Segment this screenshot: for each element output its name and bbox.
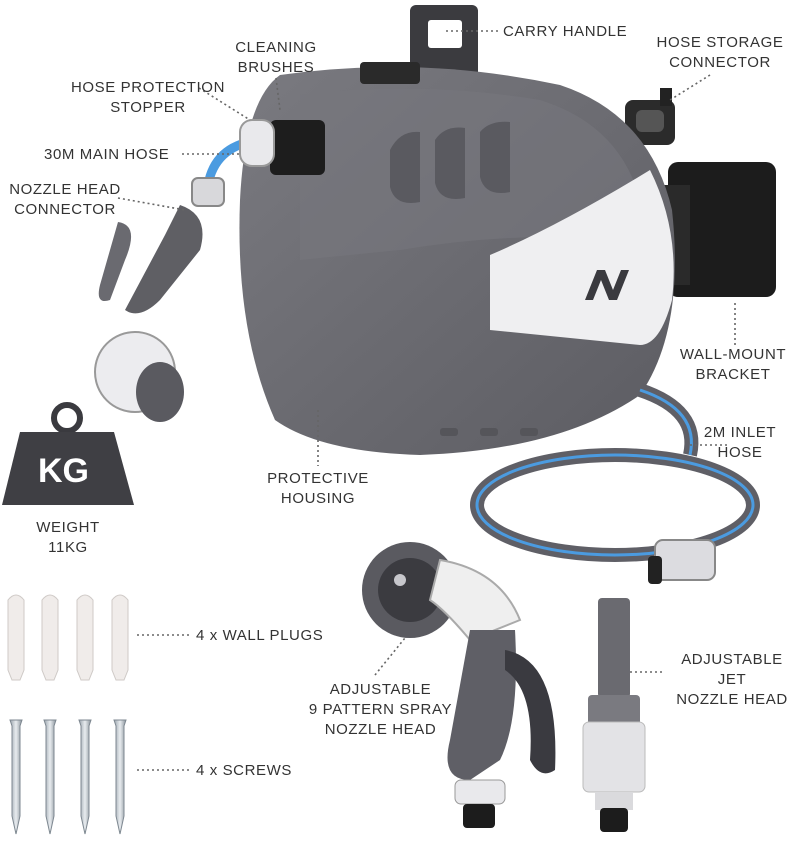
carry-handle-image: [410, 5, 478, 83]
wall-plug-image: [7, 594, 129, 681]
weight-badge-text: KG: [38, 452, 89, 490]
main-hose-image: [191, 119, 275, 207]
label-jet-nozzle: ADJUSTABLE JET NOZZLE HEAD: [676, 651, 788, 708]
hose-nozzle-image: [94, 205, 203, 422]
label-carry-handle: CARRY HANDLE: [503, 23, 628, 40]
callout-lines: [117, 30, 736, 771]
hose-reel-image: [239, 62, 675, 455]
jet-nozzle-image: [582, 598, 646, 832]
label-hose-storage-connector: HOSE STORAGE CONNECTOR: [656, 34, 784, 71]
label-main-hose: 30M MAIN HOSE: [44, 146, 170, 163]
label-protective-housing: PROTECTIVE HOUSING: [267, 470, 369, 507]
label-nozzle-head-connector: NOZZLE HEAD CONNECTOR: [9, 181, 121, 218]
label-cleaning-brushes: CLEANING BRUSHES: [235, 39, 317, 76]
label-weight: WEIGHT 11KG: [36, 519, 100, 556]
weight-icon: [2, 402, 134, 505]
label-screws: 4 x SCREWS: [196, 762, 293, 779]
label-spray-nozzle: ADJUSTABLE 9 PATTERN SPRAY NOZZLE HEAD: [308, 681, 453, 738]
hose-storage-connector-image: [625, 88, 675, 145]
screw-image: [9, 719, 127, 835]
label-inlet-hose: 2M INLET HOSE: [703, 424, 777, 461]
label-wall-plugs: 4 x WALL PLUGS: [196, 627, 324, 644]
spray-gun-image: [362, 542, 556, 828]
inlet-hose-image: [470, 383, 760, 584]
label-wall-mount-bracket: WALL-MOUNT BRACKET: [679, 346, 787, 383]
label-hose-protection-stopper: HOSE PROTECTION STOPPER: [70, 79, 225, 116]
